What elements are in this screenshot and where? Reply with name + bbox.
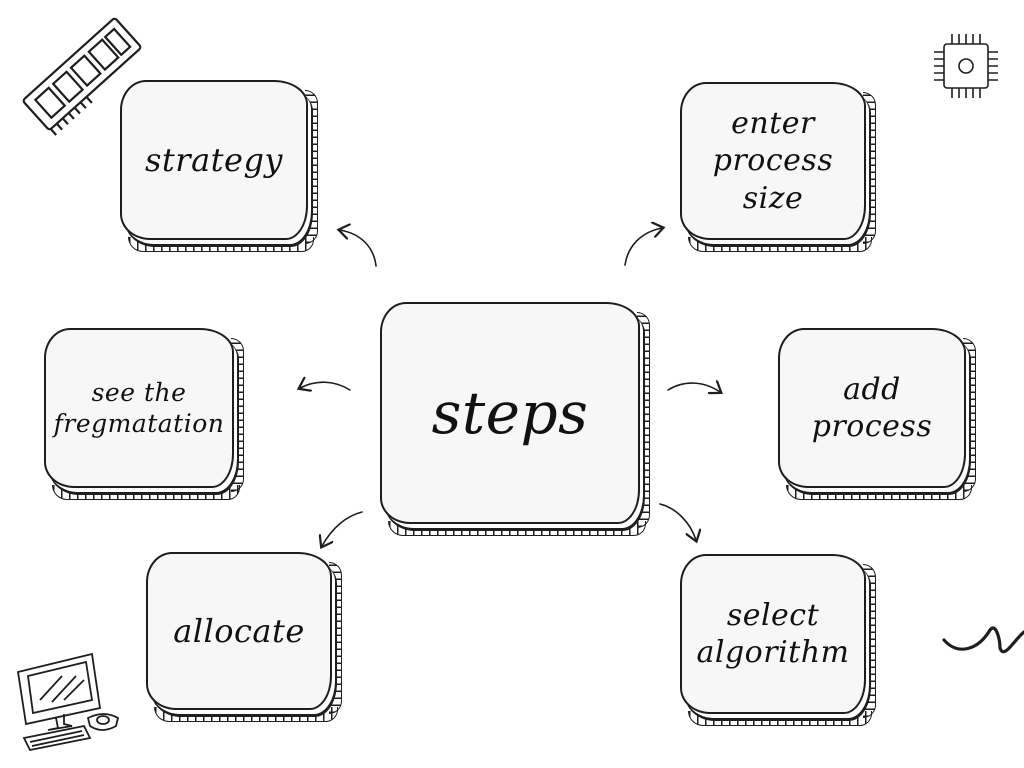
node-strategy: strategy <box>120 80 318 252</box>
node-label: add process <box>811 371 933 445</box>
card-body <box>680 554 866 714</box>
node-select-algorithm: select algorithm <box>680 554 876 726</box>
node-see-the-fragmentation: see the fregmatation <box>44 328 244 500</box>
card-body <box>680 82 866 240</box>
node-label: enter process size <box>712 105 834 216</box>
squiggle-doodle <box>942 626 1024 654</box>
node-add-process: add process <box>778 328 976 500</box>
arrow-to-see-the-fragmentation <box>300 382 351 390</box>
arrow-to-select-algorithm <box>659 503 696 540</box>
center-label: steps <box>431 378 589 447</box>
card-body <box>146 552 332 710</box>
arrow-to-strategy <box>340 230 377 267</box>
card-body <box>778 328 966 488</box>
node-label: strategy <box>144 141 283 179</box>
node-label: allocate <box>173 612 305 650</box>
center-node: steps <box>380 302 650 536</box>
cpu-chip-icon <box>934 34 998 98</box>
arrow-to-add-process <box>667 383 720 392</box>
card-body <box>44 328 234 488</box>
arrow-to-allocate <box>322 511 363 546</box>
arrow-to-enter-process-size <box>624 228 662 266</box>
node-allocate: allocate <box>146 552 342 722</box>
node-label: select algorithm <box>696 597 850 671</box>
node-enter-process-size: enter process size <box>680 82 876 252</box>
card-body <box>120 80 308 240</box>
desktop-computer-icon <box>16 652 120 752</box>
card-body <box>380 302 640 524</box>
node-label: see the fregmatation <box>53 377 225 438</box>
